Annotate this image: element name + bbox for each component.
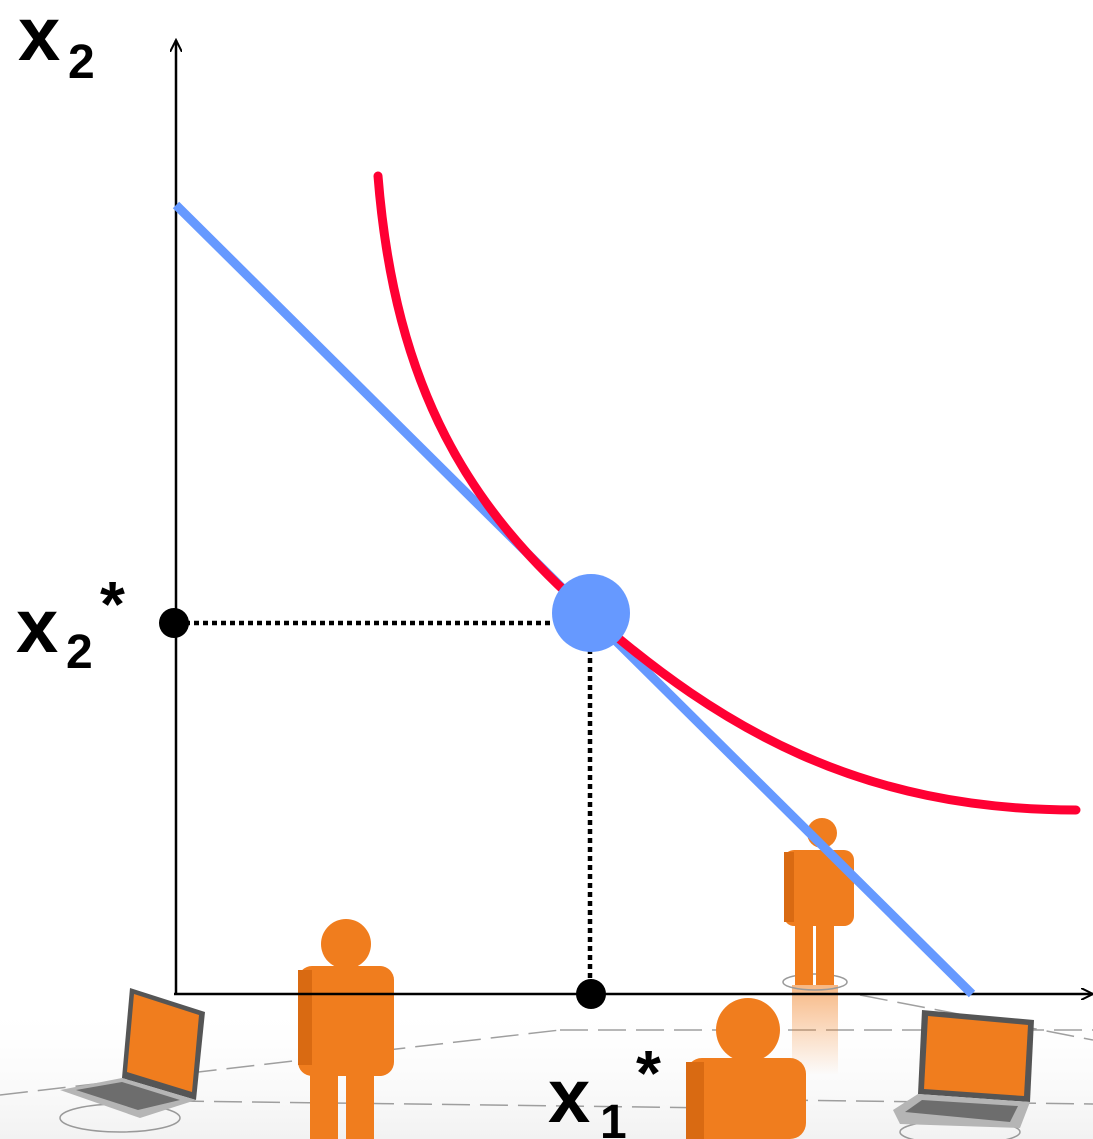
svg-text:*: * [636, 1037, 661, 1109]
svg-text:2: 2 [68, 36, 95, 89]
svg-text:2: 2 [66, 626, 93, 679]
svg-text:x: x [18, 0, 60, 77]
person-icon [686, 998, 806, 1139]
person-icon [782, 818, 854, 1075]
x1-star-label: x 1 * [548, 1037, 661, 1139]
laptop-icon [59, 988, 205, 1133]
x2-star-label: x 2 * [16, 568, 125, 679]
x2-star-marker [159, 608, 189, 638]
optimum-point [552, 574, 630, 652]
x1-star-marker [576, 979, 606, 1009]
svg-text:*: * [100, 568, 125, 640]
svg-text:x: x [548, 1054, 590, 1139]
svg-text:x: x [16, 584, 58, 669]
indifference-curve [373, 171, 1081, 815]
laptop-icon [893, 1010, 1034, 1139]
svg-text:1: 1 [600, 1096, 627, 1139]
y-axis-label: x 2 [18, 0, 95, 89]
